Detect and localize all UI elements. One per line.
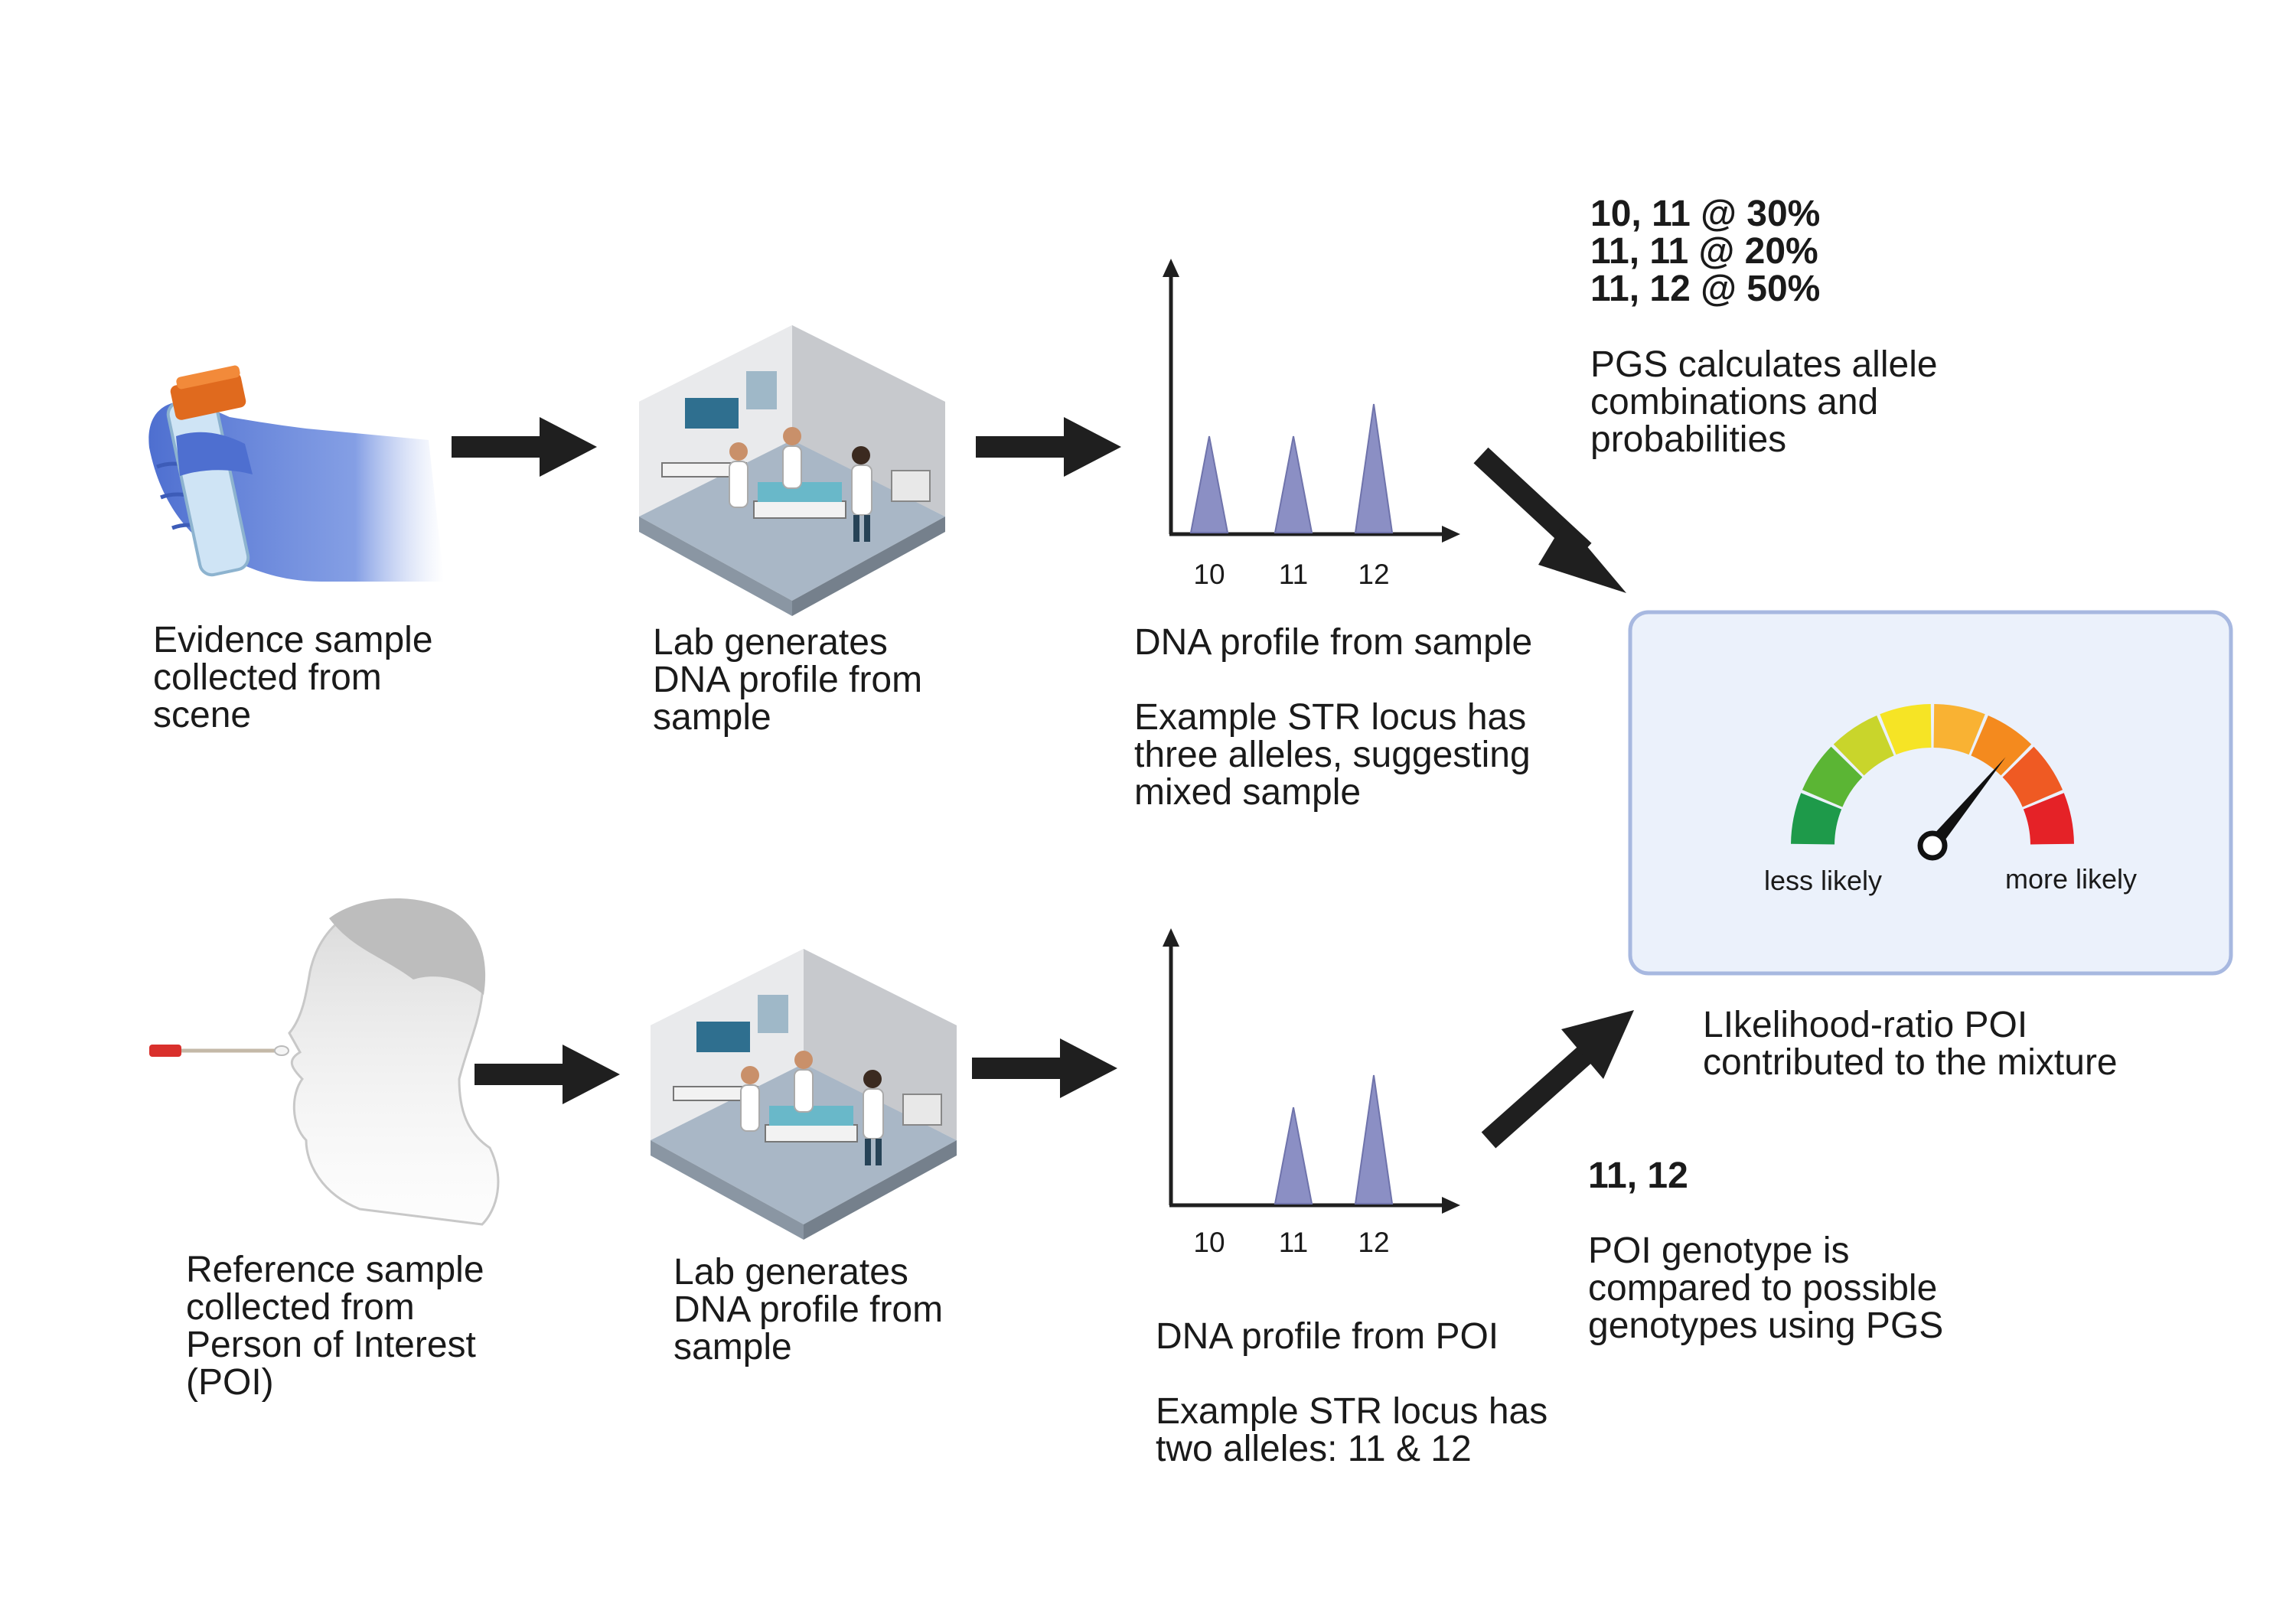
gauge-segment — [1833, 715, 1894, 776]
gauge-less-likely-label: less likely — [1764, 865, 1883, 896]
chart-1-peak-10 — [1189, 435, 1229, 533]
gauge-needle-hub — [1917, 830, 1948, 861]
person-of-interest-swab-icon — [149, 898, 500, 1226]
evidence-sample-caption: Evidence sample collected from scene — [153, 620, 433, 735]
gauge-segment — [1802, 746, 1863, 807]
poi-genotype: 11, 12 — [1588, 1156, 1688, 1196]
poi-genotype-description: POI genotype is compared to possible gen… — [1588, 1231, 1944, 1346]
pgs-description: PGS calculates allele combinations and p… — [1590, 344, 1938, 460]
chart-1-tick-label: 10 — [1193, 559, 1225, 590]
chart-2-axes — [1163, 928, 1460, 1214]
chart-2-tick-label: 10 — [1193, 1227, 1225, 1258]
laboratory-icon — [651, 949, 957, 1240]
pgs-allele-combinations: 10, 11 @ 30% 11, 11 @ 20% 11, 12 @ 50% — [1590, 194, 1821, 309]
gloved-hand-sample-tube-icon — [148, 365, 445, 582]
chart-2-tick-label: 11 — [1278, 1227, 1309, 1258]
chart-2-tick-label: 12 — [1358, 1227, 1390, 1258]
dna-profile-poi-description: Example STR locus has two alleles: 11 & … — [1156, 1391, 1548, 1469]
lab-profile-caption: Lab generates DNA profile from sample — [673, 1252, 944, 1367]
likelihood-gauge — [1791, 704, 2074, 861]
gauge-needle — [1927, 757, 2006, 850]
arrow-right-icon — [972, 1038, 1117, 1098]
chart-2-peak-11 — [1274, 1107, 1313, 1204]
gauge-segment — [1791, 793, 1842, 845]
lab-profile-caption: Lab generates DNA profile from sample — [653, 622, 923, 738]
arrow-diagonal-down-icon — [1473, 447, 1626, 593]
gauge-segment — [2023, 793, 2074, 845]
laboratory-icon — [639, 325, 945, 616]
gauge-segment — [1971, 715, 2032, 776]
chart-1-peaks — [1189, 403, 1394, 533]
gauge-segment — [2002, 746, 2063, 807]
dna-profile-sample-title: DNA profile from sample — [1134, 622, 1533, 663]
dna-profile-poi-title: DNA profile from POI — [1156, 1316, 1499, 1357]
chart-1-axes — [1163, 259, 1460, 543]
likelihood-result-panel — [1628, 610, 2233, 976]
gauge-more-likely-label: more likely — [2005, 863, 2138, 895]
chart-1-peak-12 — [1354, 403, 1394, 533]
gauge-segment — [1933, 704, 1985, 755]
likelihood-ratio-caption: LIkelihood-ratio POI contributed to the … — [1703, 1005, 2118, 1083]
dna-profile-sample-description: Example STR locus has three alleles, sug… — [1134, 697, 1531, 813]
chart-2-peak-12 — [1354, 1074, 1394, 1204]
reference-sample-caption: Reference sample collected from Person o… — [186, 1250, 484, 1403]
chart-1-peak-11 — [1274, 435, 1313, 533]
arrow-diagonal-up-icon — [1481, 1010, 1634, 1149]
gauge-segment — [1880, 704, 1932, 755]
chart-2-peaks — [1274, 1074, 1394, 1204]
chart-1-tick-label: 11 — [1278, 559, 1309, 590]
arrow-right-icon — [475, 1045, 620, 1104]
arrow-right-icon — [976, 417, 1121, 477]
arrow-right-icon — [452, 417, 597, 477]
chart-1-tick-label: 12 — [1358, 559, 1390, 590]
